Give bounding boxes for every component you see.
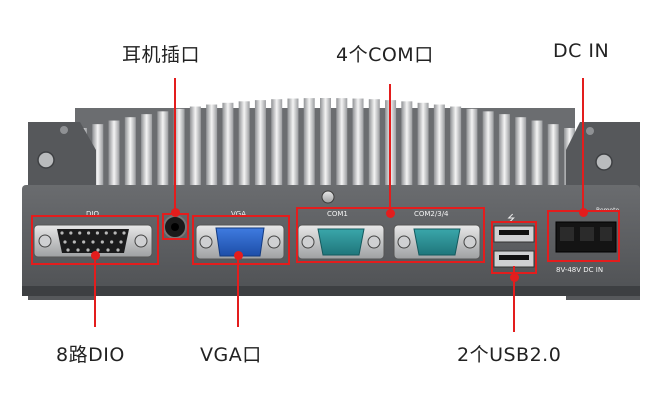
dio-pin [86,248,90,252]
heatsink-fin [531,120,543,188]
dcin-callout: DC IN [553,40,610,62]
com-dot [385,208,395,218]
com1-port-label: COM1 [327,210,348,218]
com-leader-line [389,84,391,212]
dio-pin [86,231,91,235]
heatsink-fin [498,114,510,188]
heatsink-fin [515,117,527,188]
heatsink-fin [189,106,201,188]
vga-connector [195,224,285,260]
heatsink-fin [547,124,559,188]
usb-callout: 2个USB2.0 [457,344,562,366]
dio-pin [72,240,76,244]
earphone-leader-line [174,78,176,212]
heatsink-fins [75,98,575,188]
heatsink-fin [320,98,331,188]
dio-pin [116,248,120,252]
dio-port-label: DIO [86,210,99,218]
heatsink-fin [450,106,462,188]
heatsink-fin [287,98,299,188]
heatsink-fin [222,102,234,188]
heatsink-fin [92,124,104,188]
com-callout: 4个COM口 [336,44,434,66]
dio-dot [90,250,100,260]
dio-pin [76,248,80,252]
dio-pin [66,248,70,252]
dio-pin [82,240,86,244]
heatsink-fin [482,111,494,188]
com1-connector [297,224,385,260]
vga-dot [233,250,243,260]
dio-pin [95,231,100,235]
heatsink-fin [254,100,266,188]
heatsink-fin [401,101,413,188]
earphone-dot [170,207,180,217]
power-spec-label: 8V-48V DC IN [556,266,604,274]
heatsink-fin [466,108,478,188]
heatsink-fin [238,101,250,188]
heatsink-fin [271,99,283,188]
vga-port-label: VGA [231,210,247,218]
panel-screw [321,190,335,204]
vga-callout: VGA口 [200,344,262,366]
vga-leader-line [237,255,239,327]
usb-icon: ⭍ [507,214,516,225]
dio-pin [110,240,114,244]
heatsink-fin [173,108,185,188]
usb-dot [509,272,519,282]
heatsink-fin [303,98,315,188]
heatsink-fin [336,98,348,188]
com234-port-label: COM2/3/4 [414,210,449,218]
heatsink-fin [417,102,429,188]
heatsink-fin [108,120,120,188]
dcin-leader-line [582,78,584,212]
usb-leader-line [513,266,515,332]
earphone-highlight-box [162,213,189,240]
heatsink-fin [157,111,169,188]
dio-pin [100,240,104,244]
dio-pin [122,231,126,235]
dio-pin [78,231,82,235]
dio-callout: 8路DIO [56,344,125,366]
dio-pin [113,231,117,235]
com234-connector [393,224,481,260]
dio-connector [33,224,153,258]
dio-pin [63,240,67,244]
dc-in-terminal [555,221,617,253]
heatsink-fin [433,104,445,188]
dio-pin [119,240,123,244]
heatsink-fin [352,98,364,188]
dcin-dot [578,207,588,217]
heatsink-fin [124,117,136,188]
dcin-highlight-box [547,210,620,262]
dio-pin [60,231,64,235]
dio-pin [91,240,95,244]
dio-leader-line [94,255,96,327]
heatsink-fin [206,104,218,188]
dio-pin [106,248,110,252]
heatsink-fin [141,114,153,188]
dio-pin [104,231,108,235]
earphone-callout: 耳机插口 [122,44,201,66]
vga-highlight-box [192,215,290,265]
dio-pin [69,231,73,235]
heatsink-fin [368,99,380,188]
